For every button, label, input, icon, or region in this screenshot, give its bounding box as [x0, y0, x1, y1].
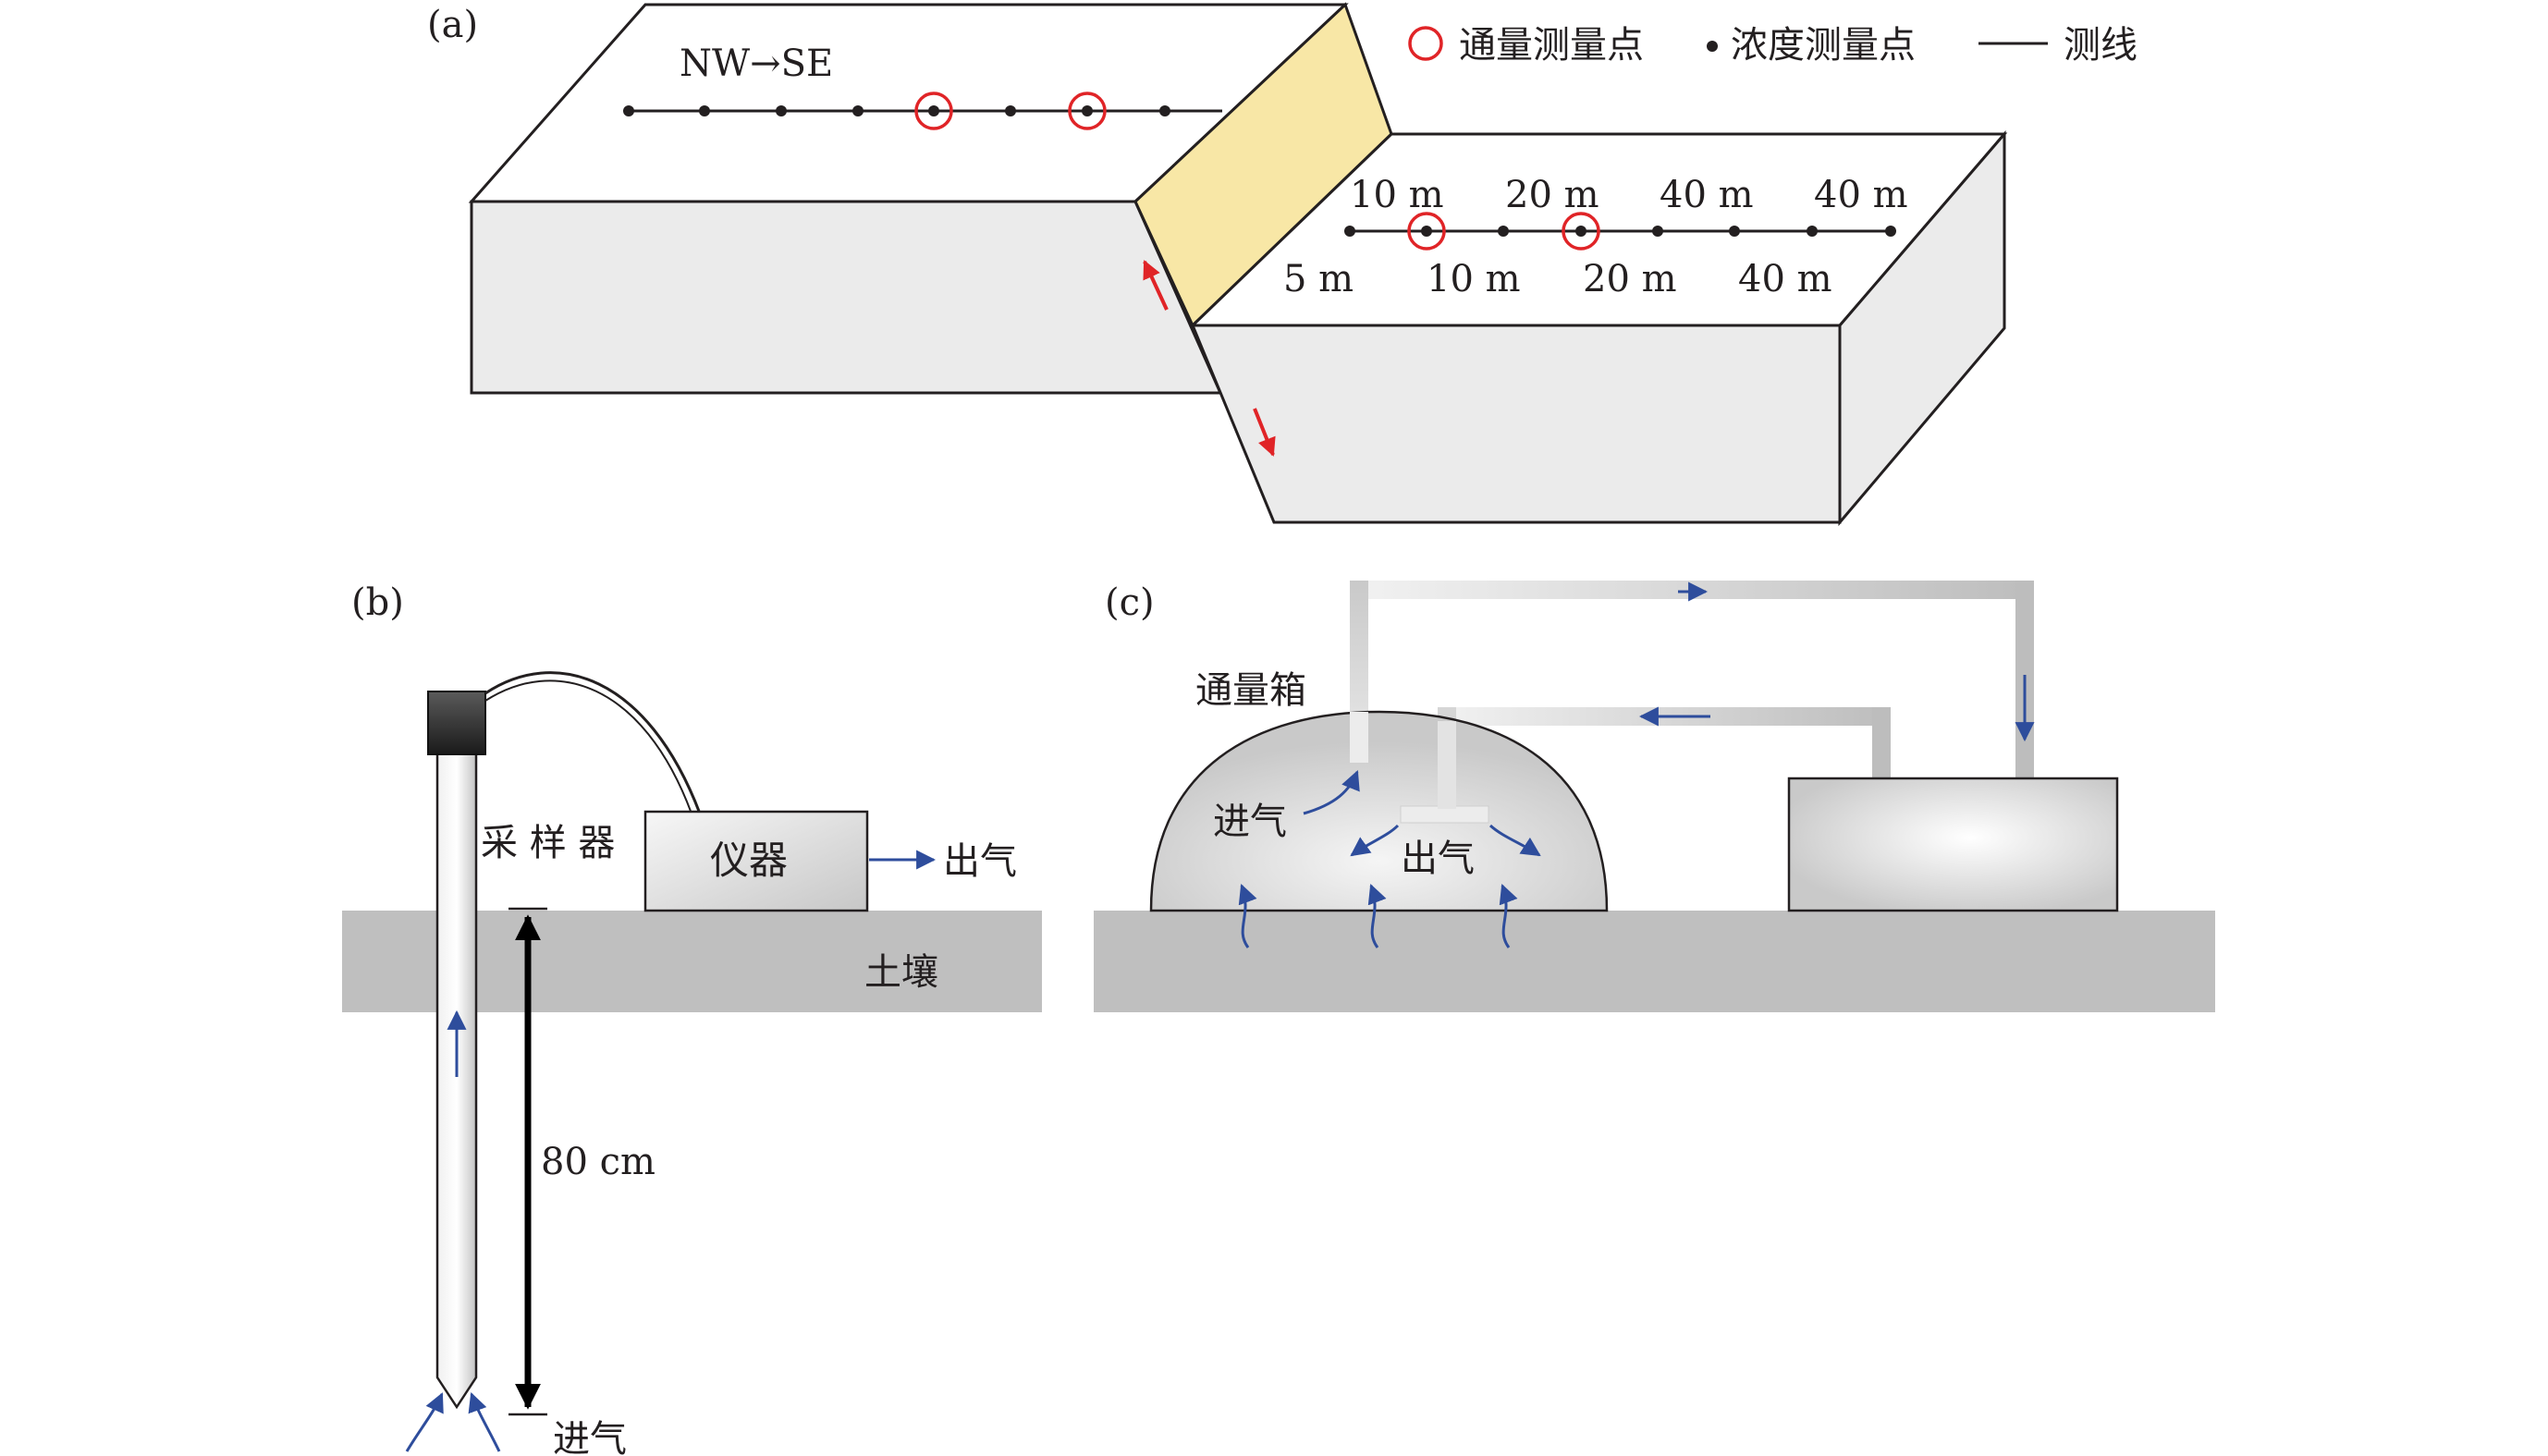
slip-arrow-up: [1143, 260, 1169, 311]
instrument-label: 仪器: [710, 838, 788, 883]
spacing-bottom-2: 10 m: [1427, 258, 1521, 300]
spacing-top-3: 40 m: [1660, 174, 1754, 216]
analyzer-box: [1787, 777, 2119, 912]
spacing-bottom-1: 5 m: [1283, 258, 1354, 300]
sampler-probe: [435, 752, 478, 1410]
spacing-top-1: 10 m: [1350, 174, 1444, 216]
inlet-label-b: 进气: [553, 1418, 627, 1456]
legend-conc-label: 浓度测量点: [1731, 24, 1916, 67]
direction-label: NW→SE: [680, 43, 833, 85]
outlet-label-c: 出气: [1401, 838, 1475, 880]
panel-c: (c) 通量箱 进气 出气: [1094, 581, 2215, 1012]
legend-flux-icon: [1408, 26, 1443, 61]
spacing-top-4: 40 m: [1814, 174, 1908, 216]
chamber-label: 通量箱: [1195, 669, 1306, 712]
soil-flow-arrow-2: [1367, 884, 1387, 948]
survey-line-right: [1344, 212, 1896, 251]
flux-chamber: [1149, 710, 1609, 912]
legend-flux-label: 通量测量点: [1459, 24, 1644, 67]
soil-layer-c: [1094, 911, 2215, 1012]
spacing-top-2: 20 m: [1505, 174, 1599, 216]
panel-a-label: (a): [427, 4, 478, 46]
inlet-label-c: 进气: [1213, 801, 1287, 843]
sampler-label: 采 样 器: [481, 822, 615, 864]
outlet-arrow-c-left: [1350, 824, 1400, 857]
sampler-cable: [484, 671, 702, 814]
inlet-arrow-left: [405, 1392, 444, 1452]
panel-b: (b) 土壤 仪器 出气 采 样 器 80 cm 进气: [342, 581, 1042, 1456]
outlet-arrow-c-right: [1488, 824, 1541, 857]
panel-c-label: (c): [1105, 581, 1155, 624]
soil-label: 土壤: [864, 951, 938, 994]
spacing-bottom-3: 20 m: [1583, 258, 1677, 300]
slip-arrow-down: [1253, 408, 1276, 457]
spacing-bottom-4: 40 m: [1738, 258, 1832, 300]
soil-flow-arrow-3: [1499, 884, 1518, 948]
inlet-arrow-c: [1303, 770, 1360, 815]
depth-label: 80 cm: [541, 1141, 655, 1183]
instrument-box: [643, 810, 869, 912]
right-block-front: [1190, 324, 1842, 524]
panel-a: (a) NW→SE: [427, 2, 2138, 527]
legend: 通量测量点 浓度测量点 测线: [1408, 24, 2138, 67]
legend-line-label: 测线: [2064, 24, 2138, 67]
outlet-label-b: 出气: [943, 840, 1017, 883]
survey-line-left: [623, 92, 1222, 130]
left-block-front: [470, 200, 1223, 395]
sampler-cap: [427, 691, 486, 755]
right-block-side: [1838, 129, 2006, 527]
panel-b-label: (b): [351, 581, 404, 624]
soil-flow-arrow-1: [1238, 884, 1257, 948]
inlet-arrow-right: [468, 1392, 501, 1452]
legend-conc-icon: [1707, 41, 1718, 52]
